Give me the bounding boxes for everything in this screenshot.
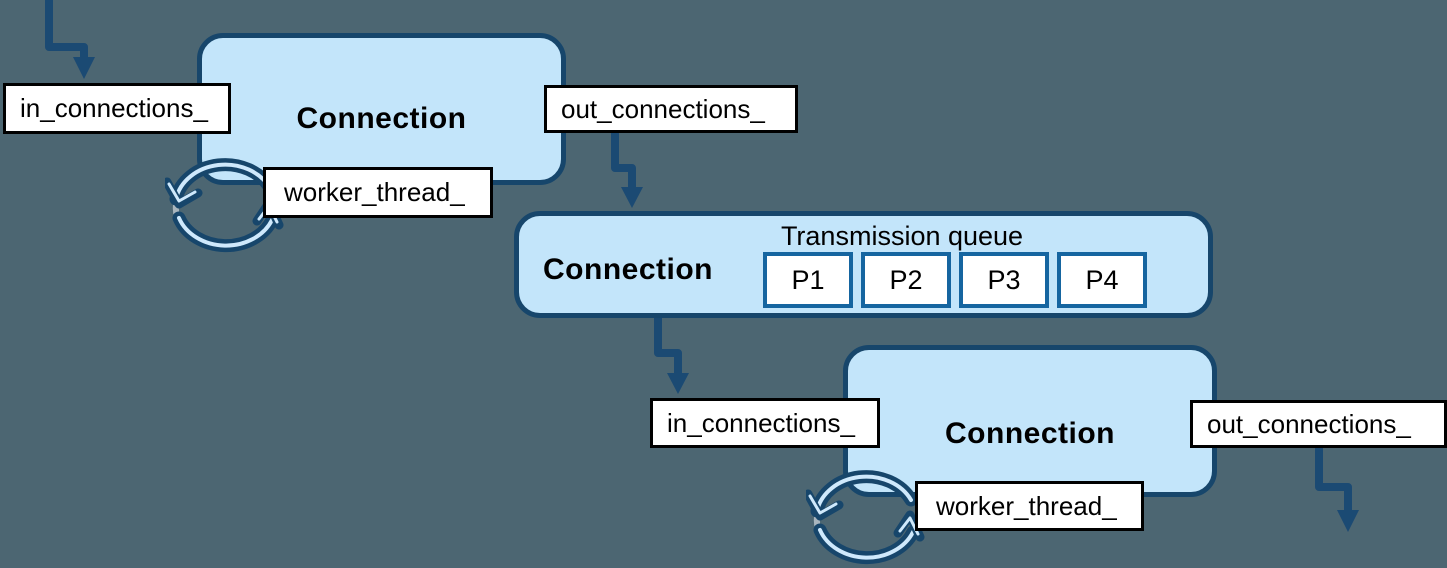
connection-node-top-title: Connection [296, 102, 467, 135]
packet-p4: P4 [1057, 252, 1147, 308]
packet-p1: P1 [763, 252, 853, 308]
worker-thread-label-top: worker_thread_ [263, 167, 493, 218]
cycle-arrows-icon [806, 470, 925, 565]
arrow-into-in-connections-top [45, 0, 95, 79]
in-connections-label-top: in_connections_ [3, 83, 231, 134]
arrow-middle-node-to-in-connections-bottom [654, 318, 689, 394]
connection-node-top: Connection [197, 33, 566, 185]
transmission-queue-label: Transmission queue [780, 221, 1024, 251]
in-connections-label-bottom: in_connections_ [650, 398, 880, 448]
connection-node-bottom-title: Connection [945, 417, 1115, 450]
arrow-out-connections-top-to-middle-node [611, 132, 643, 208]
worker-thread-label-bottom: worker_thread_ [915, 481, 1144, 531]
out-connections-label-top: out_connections_ [544, 85, 798, 133]
connection-node-middle-title: Connection [543, 253, 713, 286]
connection-node-middle: Connection Transmission queue P1 P2 P3 P… [514, 211, 1213, 318]
packet-p2: P2 [861, 252, 951, 308]
transmission-queue: P1 P2 P3 P4 [763, 252, 1147, 308]
arrow-out-connections-bottom-down [1315, 447, 1359, 532]
out-connections-label-bottom: out_connections_ [1190, 400, 1447, 448]
cycle-arrows-icon [165, 158, 284, 253]
packet-p3: P3 [959, 252, 1049, 308]
